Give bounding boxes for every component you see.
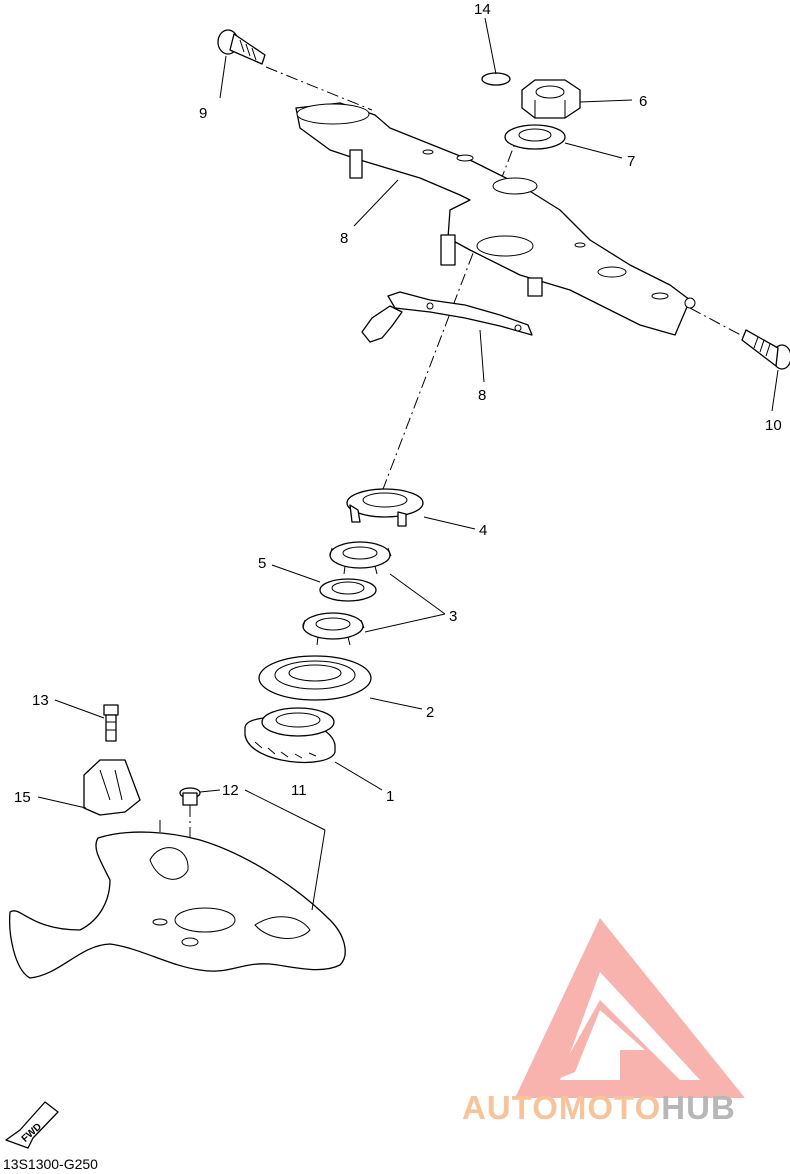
washer-part-5[interactable] [319, 578, 377, 602]
clip-part-15[interactable] [83, 759, 141, 816]
bracket-plate-part-8[interactable] [361, 291, 533, 343]
seal-part-2[interactable] [258, 655, 372, 701]
callout-12: 11 [291, 782, 307, 799]
bearing-part-1[interactable] [244, 707, 336, 764]
pin-part-14[interactable] [103, 704, 119, 742]
callout-4: 4 [479, 522, 487, 539]
watermark-triangle-inner [560, 972, 700, 1080]
callout-6: 6 [639, 93, 647, 110]
callout-8: 8 [478, 387, 486, 404]
watermark-g-shape [555, 1000, 680, 1080]
ring-nut-part-3-upper[interactable] [329, 541, 392, 575]
drawing-code: 13S1300-G250 [3, 1156, 98, 1172]
bolt-part-10-left[interactable] [217, 29, 266, 65]
watermark-brand-part1: AUTOMOTO [462, 1089, 662, 1126]
washer-part-7[interactable] [504, 124, 566, 150]
lock-washer-part-4[interactable] [346, 488, 424, 527]
callout-5: 5 [258, 555, 266, 572]
callout-11: 14 [474, 1, 491, 18]
callout-1: 1 [386, 788, 394, 805]
callout-10-left: 9 [199, 105, 207, 122]
upper-bracket-part-9[interactable] [295, 102, 696, 336]
callout-2: 2 [426, 704, 434, 721]
callout-9: 8 [340, 230, 348, 247]
watermark-brand-part2: HUB [661, 1089, 736, 1126]
fwd-arrow: FWD [5, 1101, 59, 1149]
callout-15: 15 [14, 789, 31, 806]
callout-14: 13 [32, 692, 49, 709]
nut-part-6[interactable] [521, 79, 581, 119]
leader-lines [37, 17, 779, 911]
washer-part-11[interactable] [481, 72, 511, 86]
ring-nut-part-3-lower[interactable] [302, 612, 365, 646]
lower-cover-part-12[interactable] [9, 831, 346, 979]
watermark-logo [515, 918, 745, 1098]
callout-labels: 14 6 7 9 8 8 10 4 5 3 2 1 13 15 12 11 [14, 1, 782, 806]
callout-10-right: 10 [765, 417, 782, 434]
watermark-brand: AUTOMOTOHUB [462, 1089, 736, 1127]
bolt-part-10-right[interactable] [741, 329, 790, 370]
callout-7: 7 [627, 153, 635, 170]
callout-13: 12 [222, 782, 239, 799]
collar-part-13[interactable] [179, 787, 201, 806]
callout-3: 3 [449, 608, 457, 625]
assembly-axis-lines [159, 66, 751, 935]
